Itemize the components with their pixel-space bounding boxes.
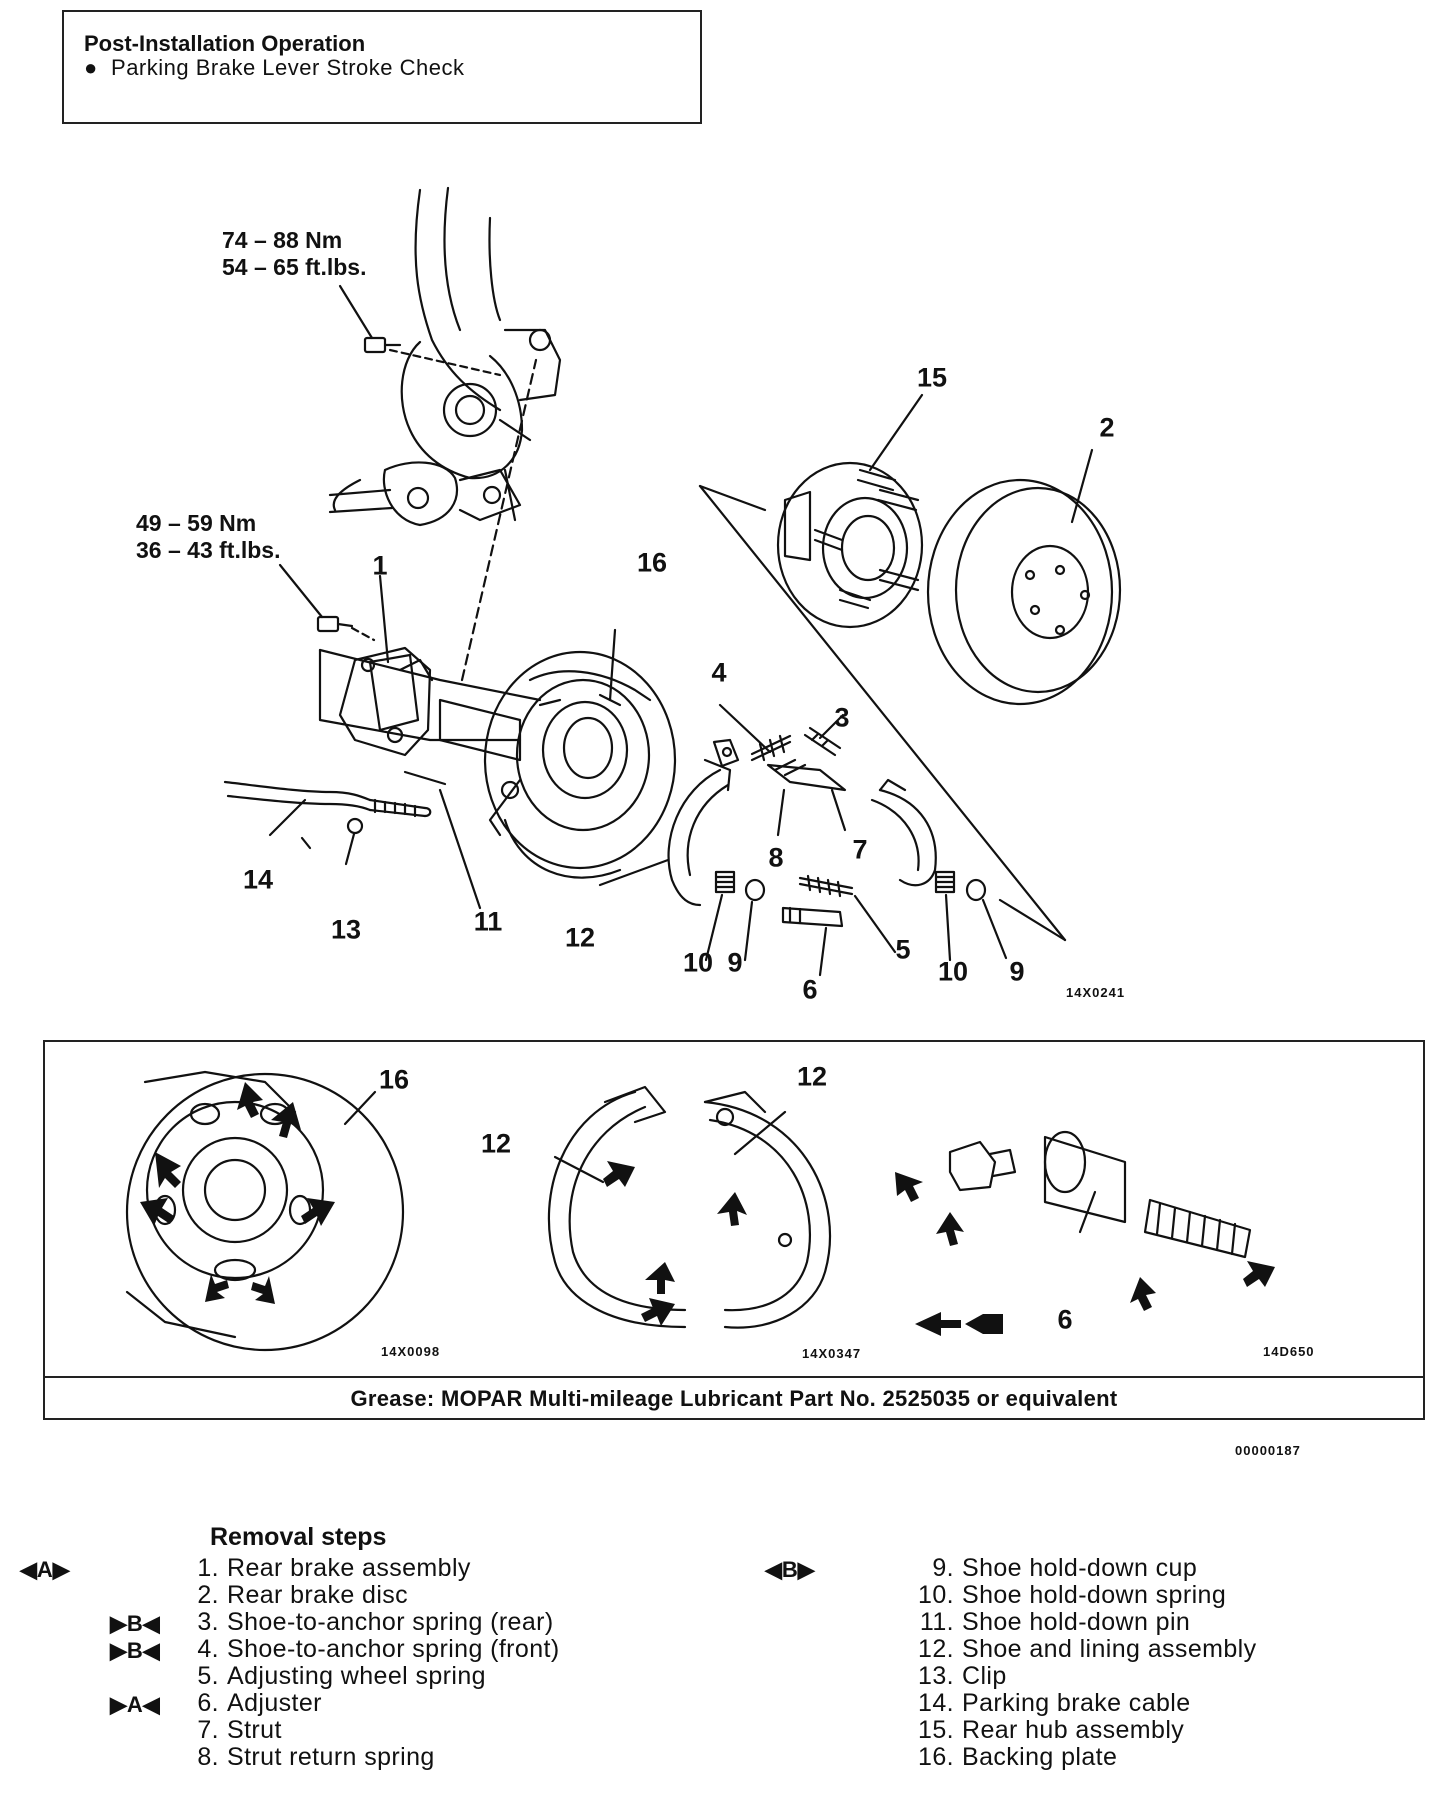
removal-steps-title: Removal steps: [210, 1523, 387, 1551]
hold-down-spring-right: [934, 870, 956, 894]
caliper-assembly: [338, 646, 434, 757]
brake-shoe-left: [667, 758, 732, 907]
post-installation-box: Post-Installation Operation ● Parking Br…: [62, 10, 702, 124]
rear-brake-disc: [926, 478, 1122, 706]
service-mark-B-3: ▶B◀: [110, 1611, 160, 1636]
torque-leader-upper: [338, 284, 374, 340]
callout-15: 15: [916, 362, 948, 393]
post-installation-title: Post-Installation Operation: [84, 31, 366, 56]
knuckle-arm-outline: [414, 188, 502, 412]
torque-lower-nm: 49 – 59 Nm: [136, 510, 257, 536]
callout-8: 8: [768, 842, 784, 873]
spring-4: [750, 734, 792, 762]
detail-callout-16: 16: [378, 1064, 410, 1095]
hold-down-spring-left: [714, 870, 736, 894]
removal-steps-left: 1.Rear brake assembly 2.Rear brake disc …: [175, 1555, 560, 1771]
grease-detail-drawings: [125, 1070, 1275, 1352]
service-mark-A-left: ◀A▶: [20, 1557, 70, 1582]
adjuster: [781, 906, 844, 928]
step-row: 6.Adjuster: [197, 1689, 322, 1717]
figure-code-backing-plate: 14X0098: [381, 1344, 441, 1359]
clip-13: [346, 817, 364, 835]
step-row: 5.Adjusting wheel spring: [197, 1662, 486, 1690]
hold-down-cup-left: [744, 878, 766, 902]
brake-shoe-right: [870, 778, 937, 887]
adjuster-detail: [948, 1130, 1252, 1259]
knuckle-body: [400, 340, 524, 480]
grease-arrows: [140, 1082, 1275, 1336]
torque-upper-nm: 74 – 88 Nm: [222, 227, 343, 253]
step-row: 15.Rear hub assembly: [918, 1716, 1185, 1744]
callout-3: 3: [834, 702, 850, 733]
callout-9-left: 9: [727, 947, 743, 978]
callout-9-right: 9: [1009, 956, 1025, 987]
post-installation-item-text: Parking Brake Lever Stroke Check: [111, 55, 465, 80]
anchor-plate: [712, 738, 740, 768]
callout-6: 6: [802, 974, 818, 1005]
shoe-detail-left: [547, 1085, 687, 1329]
step-row: 2.Rear brake disc: [197, 1581, 409, 1609]
detail-callout-12-right: 12: [796, 1061, 828, 1092]
callout-1: 1: [372, 550, 388, 581]
strut: [766, 763, 847, 792]
service-mark-B-4: ▶B◀: [110, 1638, 160, 1663]
backing-plate: [483, 628, 677, 879]
figure-code-adjuster: 14D650: [1263, 1344, 1315, 1359]
grease-detail-box: 16 12 12 6 14X0098 14X0347 14D650 Grease…: [43, 1040, 1425, 1420]
service-mark-A-6: ▶A◀: [110, 1692, 160, 1717]
step-row: 8.Strut return spring: [197, 1743, 435, 1771]
parking-brake-cable: [223, 780, 432, 818]
step-row: 1.Rear brake assembly: [197, 1554, 471, 1582]
lower-bolt: [316, 615, 354, 633]
step-row: 14.Parking brake cable: [918, 1689, 1191, 1717]
shoe-detail-right: [703, 1090, 832, 1329]
step-row: 7.Strut: [197, 1716, 282, 1744]
step-row: 4.Shoe-to-anchor spring (front): [197, 1635, 560, 1663]
callout-5: 5: [895, 934, 911, 965]
step-row: 11.Shoe hold-down pin: [919, 1608, 1191, 1636]
grease-note: Grease: MOPAR Multi-mileage Lubricant Pa…: [350, 1386, 1118, 1411]
step-row: 13.Clip: [918, 1662, 1007, 1690]
post-installation-item: ● Parking Brake Lever Stroke Check: [84, 55, 465, 80]
adjusting-wheel-spring: [798, 874, 854, 898]
figure-code-shoes: 14X0347: [802, 1346, 862, 1361]
detail-callout-12-left: 12: [480, 1128, 512, 1159]
figure-code-main: 14X0241: [1066, 985, 1126, 1000]
backing-plate-detail: [125, 1070, 405, 1352]
exploded-brake-diagram: [223, 186, 1122, 977]
callout-10-right: 10: [937, 956, 969, 987]
hold-down-cup-right: [965, 878, 987, 902]
callout-4: 4: [711, 657, 727, 688]
upper-bolt: [363, 336, 402, 354]
detail-callout-6: 6: [1057, 1304, 1073, 1335]
grease-divider: [45, 1376, 1423, 1378]
callout-12: 12: [564, 922, 596, 953]
service-mark-B-right: ◀B▶: [765, 1557, 815, 1582]
callout-7: 7: [852, 834, 868, 865]
strut-return-spring: [773, 758, 807, 777]
figure-code-page: 00000187: [1235, 1443, 1301, 1458]
step-row: 3.Shoe-to-anchor spring (rear): [197, 1608, 554, 1636]
torque-upper-ftlbs: 54 – 65 ft.lbs.: [222, 254, 367, 280]
torque-lower-ftlbs: 36 – 43 ft.lbs.: [136, 537, 281, 563]
step-row: 10.Shoe hold-down spring: [918, 1581, 1227, 1609]
callout-11: 11: [473, 906, 503, 937]
callout-16: 16: [636, 547, 668, 578]
spring-3: [803, 726, 842, 757]
torque-leader-lower: [278, 563, 324, 619]
callout-13: 13: [330, 914, 362, 945]
rear-hub-assembly: [776, 461, 924, 629]
step-row: 9.Shoe hold-down cup: [932, 1554, 1198, 1582]
hold-down-pin: [403, 770, 447, 786]
step-row: 16.Backing plate: [918, 1743, 1118, 1771]
callout-14: 14: [242, 864, 274, 895]
callout-10-left: 10: [682, 947, 714, 978]
step-row: 12.Shoe and lining assembly: [918, 1635, 1257, 1663]
removal-steps-right: 9.Shoe hold-down cup 10.Shoe hold-down s…: [910, 1555, 1257, 1771]
callout-2: 2: [1099, 412, 1115, 443]
